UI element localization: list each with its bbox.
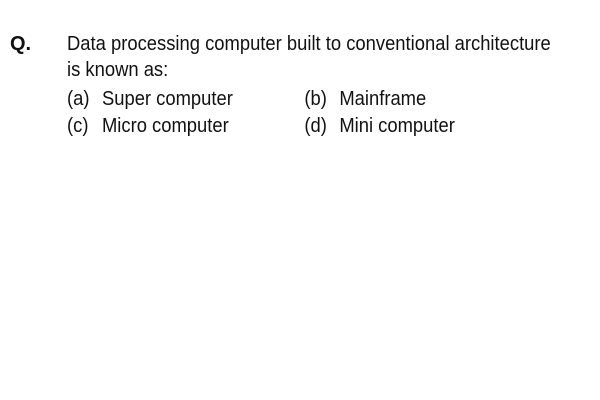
option-a-key: (a) <box>67 88 90 110</box>
option-d: (d) Mini computer <box>304 113 455 139</box>
option-b: (b) Mainframe <box>304 86 426 112</box>
option-a-text: Super computer <box>101 88 233 110</box>
option-d-key: (d) <box>304 115 327 137</box>
option-c: (c) Micro computer <box>67 113 229 139</box>
question-stem-line-1: Data processing computer built to conven… <box>67 33 551 55</box>
question-stem-line-2: is known as: <box>67 59 169 81</box>
answer-options: (a) Super computer (b) Mainframe (c) Micro … <box>67 86 545 140</box>
option-c-key: (c) <box>67 115 89 137</box>
options-row-2: (c) Micro computer (d) Mini computer <box>67 113 545 140</box>
option-d-text: Mini computer <box>339 115 455 137</box>
question-label: Q. <box>10 33 32 55</box>
options-row-1: (a) Super computer (b) Mainframe <box>67 86 545 113</box>
option-a: (a) Super computer <box>67 86 233 112</box>
option-b-key: (b) <box>304 88 327 110</box>
option-b-text: Mainframe <box>339 88 427 110</box>
option-c-text: Micro computer <box>101 115 229 137</box>
question-stem: Data processing computer built to conven… <box>67 31 555 83</box>
